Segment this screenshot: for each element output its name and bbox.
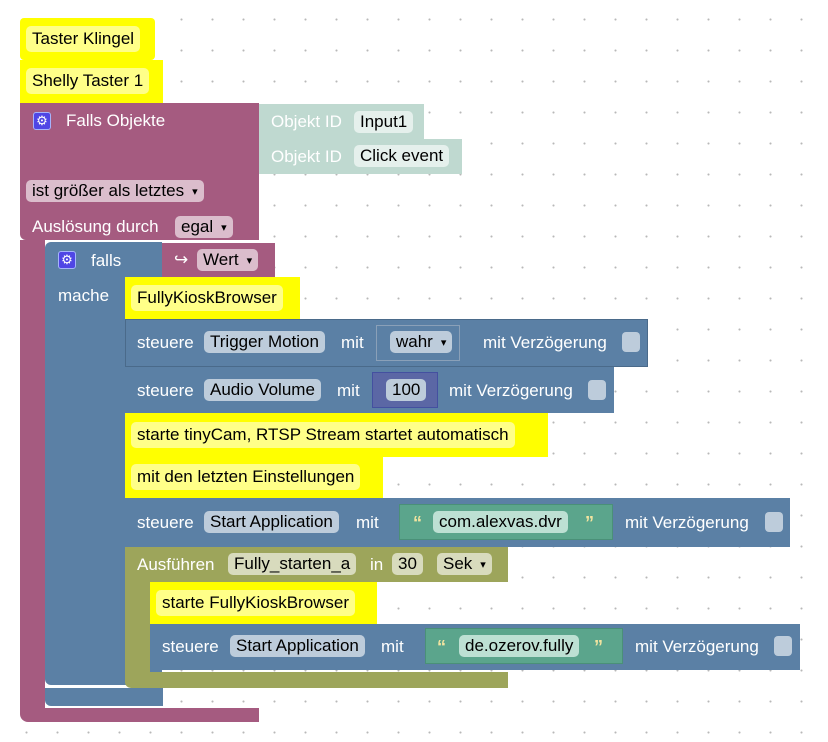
comment-text: FullyKioskBrowser xyxy=(131,285,283,311)
condition-dropdown[interactable]: ist größer als letztes xyxy=(26,180,204,202)
object-id-value[interactable]: Click event xyxy=(354,145,450,167)
close-quote-icon: ” xyxy=(594,637,603,657)
target-field[interactable]: Start Application xyxy=(230,635,365,657)
comment-block-tinycam[interactable]: starte tinyCam, RTSP Stream startet auto… xyxy=(125,413,548,457)
falls-label: falls xyxy=(91,251,122,270)
target-field[interactable]: Trigger Motion xyxy=(204,331,325,353)
timeout-block-footer xyxy=(125,672,508,688)
comment-text: Shelly Taster 1 xyxy=(26,68,150,94)
delay-checkbox[interactable] xyxy=(588,380,606,400)
timeout-block-spine xyxy=(125,582,150,672)
steuere-label: steuere xyxy=(137,381,194,400)
timeout-unit-dropdown[interactable]: Sek xyxy=(437,553,492,575)
in-label: in xyxy=(370,555,384,574)
delay-label: mit Verzögerung xyxy=(483,333,607,352)
delay-label: mit Verzögerung xyxy=(625,513,749,532)
comment-block-shelly-taster[interactable]: Shelly Taster 1 xyxy=(20,60,163,103)
open-quote-icon: “ xyxy=(413,513,422,533)
target-field[interactable]: Audio Volume xyxy=(204,379,321,401)
delay-label: mit Verzögerung xyxy=(635,637,759,656)
comment-block-fully-kiosk[interactable]: FullyKioskBrowser xyxy=(125,277,300,319)
open-quote-icon: “ xyxy=(437,637,446,657)
steuere-label: steuere xyxy=(137,513,194,532)
bool-dropdown[interactable]: wahr xyxy=(390,331,453,353)
mit-label: mit xyxy=(341,333,364,352)
comment-text: Taster Klingel xyxy=(26,26,141,52)
delay-checkbox[interactable] xyxy=(774,636,792,656)
trigger-block-spine xyxy=(20,240,45,710)
comment-block-starte-fully[interactable]: starte FullyKioskBrowser xyxy=(150,582,377,624)
object-id-value[interactable]: Input1 xyxy=(354,111,414,133)
steuere-label: steuere xyxy=(137,333,194,352)
comment-block-letzten[interactable]: mit den letzten Einstellungen xyxy=(125,457,383,498)
gear-icon[interactable]: ⚙ xyxy=(33,112,51,130)
timeout-delay-field[interactable]: 30 xyxy=(392,553,423,575)
delay-label: mit Verzögerung xyxy=(449,381,573,400)
gear-icon[interactable]: ⚙ xyxy=(58,251,76,269)
mit-label: mit xyxy=(337,381,360,400)
number-field[interactable]: 100 xyxy=(386,379,427,401)
source-dropdown[interactable]: egal xyxy=(175,216,233,238)
comment-text: starte FullyKioskBrowser xyxy=(156,590,356,616)
steuere-label: steuere xyxy=(162,637,219,656)
delay-checkbox[interactable] xyxy=(765,512,783,532)
comment-block-taster-klingel[interactable]: Taster Klingel xyxy=(20,18,155,60)
timeout-name-field[interactable]: Fully_starten_a xyxy=(228,553,357,575)
mit-label: mit xyxy=(381,637,404,656)
arrow-icon: ↪ xyxy=(174,250,189,269)
text-field[interactable]: de.ozerov.fully xyxy=(459,635,580,657)
if-block-footer xyxy=(45,688,163,706)
timeout-label: Ausführen xyxy=(137,555,215,574)
source-label: Auslösung durch xyxy=(32,217,159,236)
mit-label: mit xyxy=(356,513,379,532)
delay-checkbox[interactable] xyxy=(622,332,640,352)
mache-label: mache xyxy=(58,286,110,305)
value-dropdown[interactable]: Wert xyxy=(197,249,259,271)
trigger-block-footer xyxy=(20,708,259,722)
comment-text: starte tinyCam, RTSP Stream startet auto… xyxy=(131,422,515,448)
close-quote-icon: ” xyxy=(585,513,594,533)
object-id-label: Objekt ID xyxy=(271,147,342,166)
object-id-label: Objekt ID xyxy=(271,112,342,131)
target-field[interactable]: Start Application xyxy=(204,511,339,533)
text-field[interactable]: com.alexvas.dvr xyxy=(433,511,568,533)
falls-objekte-label: Falls Objekte xyxy=(66,111,166,130)
comment-text: mit den letzten Einstellungen xyxy=(131,464,361,490)
